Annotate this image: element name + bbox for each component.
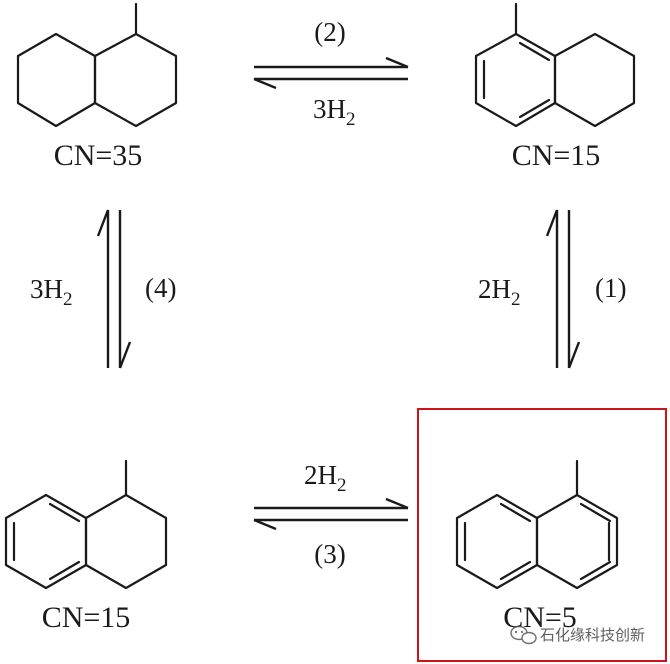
reagent-subscript: 2 [511,289,521,310]
molecule-1-methylnaphthalene [455,459,619,590]
reagent-subscript: 2 [337,475,347,496]
reagent-text: 2H [304,460,337,490]
reagent-text: 2H [478,274,511,304]
molecule-5-methyltetralin [474,2,636,128]
equilibrium-arrows-2 [253,56,409,90]
wechat-icon [510,625,537,645]
cn-label-top-left: CN=35 [54,139,143,172]
equilibrium-arrows-3 [253,497,409,531]
molecule-1-methyltetralin [4,459,168,590]
reagent-3h2-left: 3H2 [30,274,73,310]
reaction-label-4: (4) [145,273,176,303]
reagent-text: 3H [30,274,63,304]
watermark: 石化缘科技创新 [510,625,645,645]
reagent-2h2-right: 2H2 [478,274,521,310]
cn-label-bottom-left: CN=15 [42,601,131,634]
highlight-box [417,408,667,662]
cn-label-top-right: CN=15 [512,139,601,172]
reaction-label-1: (1) [595,273,626,303]
cn-label-bottom-right: CN=5 [503,601,577,634]
equilibrium-arrows-1 [545,209,581,369]
reaction-label-2: (2) [314,17,345,47]
equilibrium-arrows-4 [96,209,132,369]
reaction-label-3: (3) [314,539,345,569]
molecule-methyldecalin [16,2,178,128]
reagent-text: 3H [313,94,346,124]
reagent-subscript: 2 [346,109,356,130]
reagent-2h2-bottom: 2H2 [304,460,347,496]
watermark-text: 石化缘科技创新 [540,626,645,644]
reagent-3h2-top: 3H2 [313,94,356,130]
reagent-subscript: 2 [63,289,73,310]
